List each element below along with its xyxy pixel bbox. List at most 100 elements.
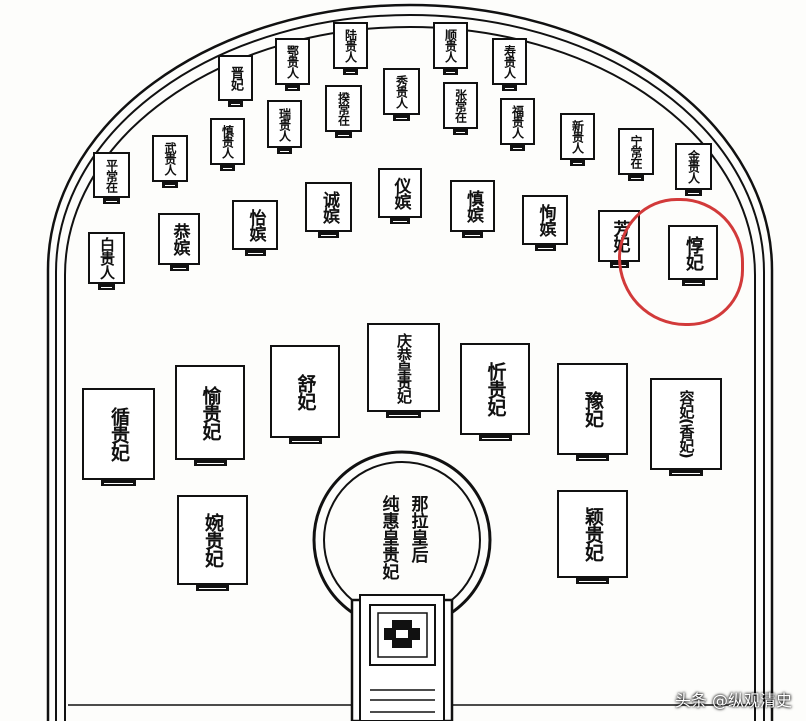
tomb-label: 忻贵妃	[484, 362, 507, 416]
tomb-marker: 陆贵人	[333, 22, 368, 75]
tomb-pedestal	[169, 265, 189, 271]
tomb-label: 张常在	[453, 89, 468, 122]
tomb-label: 舒妃	[294, 373, 317, 410]
tomb-label: 宁常在	[629, 135, 643, 168]
tomb-label: 庆恭皇贵妃	[395, 332, 413, 403]
tomb-label: 循贵妃	[108, 407, 130, 461]
tomb-pedestal	[288, 438, 322, 444]
tomb-marker: 恂嫔	[522, 195, 568, 251]
tomb-label: 顺贵人	[443, 29, 458, 62]
tomb-marker: 晋妃	[218, 55, 253, 107]
tomb-pedestal	[386, 412, 421, 418]
tomb-marker: 诚嫔	[305, 182, 352, 238]
tomb-pedestal	[342, 69, 359, 75]
tomb-pedestal	[162, 182, 178, 188]
tomb-label: 福贵人	[510, 105, 525, 138]
tomb-marker: 循贵妃	[82, 388, 155, 486]
tomb-pedestal	[195, 585, 230, 591]
tomb-marker: 豫妃	[557, 363, 628, 461]
tomb-label: 慎贵人	[220, 125, 235, 158]
tomb-label: 秀贵人	[394, 75, 409, 108]
tomb-marker: 庆恭皇贵妃	[367, 323, 440, 418]
tomb-label: 颖贵妃	[582, 507, 604, 561]
tomb-marker: 慎嫔	[450, 180, 495, 238]
tomb-label: 诚嫔	[319, 191, 339, 223]
tomb-label: 恭嫔	[169, 223, 190, 255]
tomb-label: 慎嫔	[463, 190, 483, 222]
tomb-marker: 舒妃	[270, 345, 340, 444]
tomb-pedestal	[452, 129, 469, 135]
tomb-pedestal	[569, 160, 586, 166]
tomb-pedestal	[244, 250, 266, 256]
tomb-pedestal	[219, 165, 236, 171]
tomb-marker: 瑞贵人	[267, 100, 302, 154]
tomb-label: 瑞贵人	[277, 107, 292, 141]
tomb-label: 愉贵妃	[199, 385, 222, 440]
tomb-pedestal	[317, 232, 340, 238]
tomb-pedestal	[276, 148, 293, 154]
tomb-marker: 愉贵妃	[175, 365, 245, 466]
tomb-pedestal	[193, 460, 227, 466]
center-right-label: 那拉皇后	[407, 495, 428, 563]
tomb-marker: 仪嫔	[378, 168, 422, 224]
tomb-pedestal	[534, 245, 556, 251]
tomb-pedestal	[478, 435, 512, 441]
tomb-marker: 张常在	[443, 82, 478, 135]
tomb-marker: 恭嫔	[158, 213, 200, 271]
tomb-marker: 颖贵妃	[557, 490, 628, 584]
tomb-pedestal	[284, 85, 301, 91]
tomb-marker: 揆常在	[325, 85, 362, 138]
tomb-pedestal	[669, 470, 703, 476]
tomb-label: 武贵人	[163, 142, 177, 175]
tomb-marker: 鄂贵人	[275, 38, 310, 91]
tomb-label: 仪嫔	[390, 177, 411, 209]
tomb-label: 白贵人	[98, 237, 116, 279]
highlight-circle	[618, 198, 744, 326]
tomb-pedestal	[393, 115, 410, 121]
tomb-label: 新贵人	[570, 120, 585, 153]
tomb-marker: 金贵人	[675, 143, 712, 196]
tomb-marker: 顺贵人	[433, 22, 468, 75]
tomb-label: 怡嫔	[245, 209, 266, 241]
tomb-marker: 武贵人	[152, 135, 188, 188]
tomb-marker: 忻贵妃	[460, 343, 530, 441]
tomb-label: 寿贵人	[502, 45, 517, 78]
tomb-pedestal	[628, 175, 644, 181]
tomb-marker: 新贵人	[560, 113, 595, 166]
tomb-label: 晋妃	[228, 66, 243, 90]
tomb-marker: 秀贵人	[383, 68, 420, 121]
tomb-pedestal	[685, 190, 702, 196]
tomb-marker: 白贵人	[88, 232, 125, 290]
tomb-label: 陆贵人	[343, 29, 358, 62]
tomb-label: 婉贵妃	[202, 513, 224, 567]
tomb-pedestal	[390, 218, 410, 224]
tomb-pedestal	[501, 85, 518, 91]
tomb-label: 平常在	[104, 158, 119, 192]
tomb-label: 恂嫔	[535, 204, 556, 236]
tomb-pedestal	[509, 145, 526, 151]
central-tomb: 纯惠皇贵妃 那拉皇后	[360, 495, 445, 595]
tomb-pedestal	[462, 232, 483, 238]
tomb-pedestal	[575, 455, 610, 461]
tomb-pedestal	[98, 284, 115, 290]
tomb-marker: 容妃(香妃)	[650, 378, 722, 476]
watermark: 头条 @纵观清史	[674, 691, 792, 710]
tomb-label: 豫妃	[582, 391, 604, 427]
tomb-marker: 宁常在	[618, 128, 654, 181]
tomb-marker: 怡嫔	[232, 200, 278, 256]
tomb-label: 鄂贵人	[285, 45, 300, 78]
tomb-pedestal	[575, 578, 610, 584]
tomb-label: 金贵人	[686, 150, 701, 183]
center-left-label: 纯惠皇贵妃	[378, 495, 399, 580]
tomb-pedestal	[335, 132, 352, 138]
tomb-pedestal	[103, 198, 120, 204]
tomb-pedestal	[101, 480, 136, 486]
tomb-marker: 婉贵妃	[177, 495, 248, 591]
tomb-marker: 福贵人	[500, 98, 535, 151]
tomb-label: 揆常在	[336, 92, 351, 125]
tomb-marker: 寿贵人	[492, 38, 527, 91]
tomb-pedestal	[227, 101, 244, 107]
tomb-label: 容妃(香妃)	[677, 390, 696, 458]
